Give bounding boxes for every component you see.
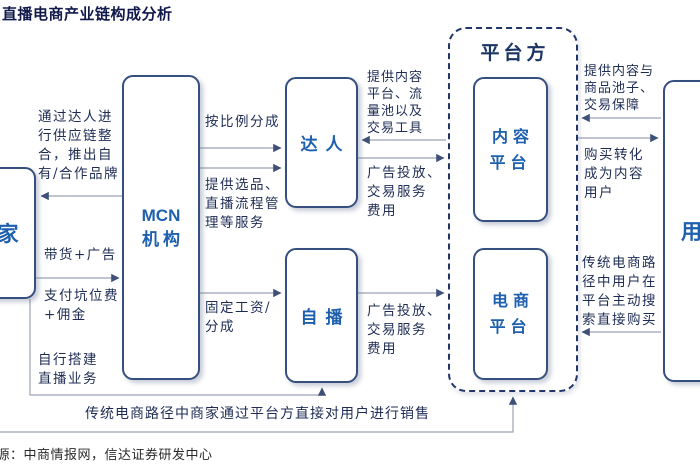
node-mcn: MCN 机构: [122, 75, 200, 380]
arrow-merchant-to-selfbroadcast: [29, 299, 327, 396]
edge-label-purchase-convert: 购买转化 成为内容 用户: [584, 147, 644, 201]
arrow-traditional-path: [0, 396, 518, 433]
edge-label-slot-fee: 支付坑位费 +佣金: [44, 288, 119, 323]
edge-label-selection-service: 提供选品、 直播流程管 理等服务: [205, 177, 280, 231]
platform-group-container: 平台方: [448, 27, 578, 392]
page-title: 直播电商产业链构成分析: [2, 5, 173, 23]
node-merchant-label: 商家: [0, 221, 26, 246]
node-user: 用户: [663, 80, 700, 382]
node-influencer-label: 达人: [300, 135, 351, 155]
node-content-platform-label: 内容 平台: [489, 126, 534, 172]
traditional-path-caption: 传统电商路径中商家通过平台方直接对用户进行销售: [85, 406, 430, 422]
edge-label-content-tools: 提供内容 平台、流 量池以及 交易工具: [367, 70, 424, 136]
edge-label-ads-fee-self: 广告投放、 交易服务 费用: [367, 303, 442, 357]
node-ecommerce-platform: 电商 平台: [473, 248, 548, 380]
node-content-platform: 内容 平台: [473, 77, 548, 222]
edge-label-traditional-search: 传统电商路 径中用户在 平台主动搜 索直接购买: [582, 255, 657, 328]
node-influencer: 达人: [285, 77, 358, 208]
node-self-broadcast-label: 自播: [300, 308, 351, 328]
edge-label-content-pool: 提供内容与 商品池子、 交易保障: [584, 64, 655, 113]
edge-label-ratio-split: 按比例分成: [205, 114, 280, 130]
node-user-label: 用户: [681, 219, 700, 244]
node-ecommerce-platform-label: 电商 平台: [489, 291, 534, 336]
node-self-broadcast: 自播: [285, 248, 358, 383]
edge-label-fixed-salary: 固定工资/ 分成: [205, 300, 272, 335]
edge-label-self-build: 自行搭建 直播业务: [38, 352, 98, 387]
node-mcn-label-cn: 机构: [142, 229, 184, 250]
platform-group-title: 平台方: [480, 42, 550, 64]
edge-label-supply-chain: 通过达人进 行供应链整 合，推出自 有/合作品牌: [38, 109, 120, 182]
edge-label-goods-ads: 带货+广告: [44, 247, 117, 263]
source-note: 资料来源：中商情报网，信达证券研发中心: [0, 448, 213, 463]
node-merchant: 商家: [0, 167, 36, 299]
node-mcn-label-en: MCN: [141, 205, 181, 225]
edge-label-ads-fee-influencer: 广告投放、 交易服务 费用: [367, 165, 442, 219]
